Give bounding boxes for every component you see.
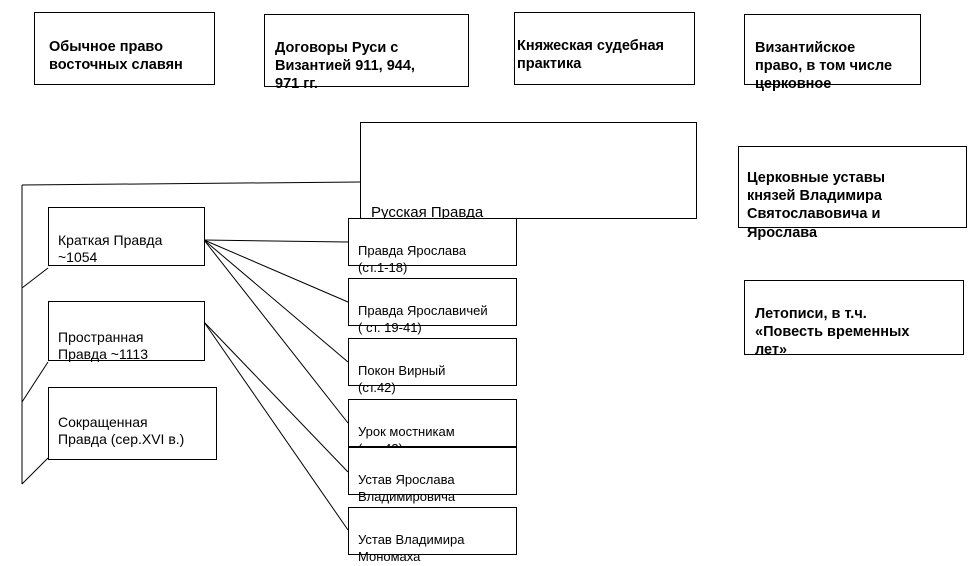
main-title: Русская Правда	[371, 203, 484, 221]
bracket-tick-kratkaya	[21, 267, 49, 289]
source-customary-law-text: Обычное право восточных славян	[49, 39, 183, 74]
line-kratkaya-to-part1	[203, 239, 349, 243]
edition-box-prostrannaya: Пространная Правда ~1113	[48, 301, 205, 363]
source-treaties-text: Договоры Руси с Византией 911, 944, 971 …	[275, 40, 415, 93]
part-pravda-yaroslava-text: Правда Ярослава (ст.1-18)	[358, 242, 467, 275]
source-byzantine-law-text: Византийское право, в том числе церковно…	[755, 40, 893, 93]
line-kratkaya-to-part2	[203, 239, 349, 303]
part-pokon-virny-text: Покон Вирный (ст.42)	[358, 362, 446, 395]
line-prostrannaya-to-part5	[203, 321, 349, 473]
line-kratkaya-to-part3	[203, 239, 349, 363]
edition-box-sokrashchennaya: Сокращенная Правда (сер.XVI в.)	[48, 387, 217, 460]
line-prostrannaya-to-part6	[203, 321, 349, 531]
edition-box-kratkaya: Краткая Правда ~1054	[48, 207, 205, 266]
part-box-ustav-yaroslava: Устав Ярослава Владимировича	[348, 447, 517, 504]
main-bracket-top-line	[21, 181, 361, 186]
bracket-tick-sokrashchennaya	[21, 457, 49, 485]
source-box-customary-law: Обычное право восточных славян	[34, 12, 215, 85]
line-kratkaya-to-part4	[203, 239, 349, 424]
source-box-church-statutes: Церковные уставы князей Владимира Святос…	[738, 146, 967, 241]
source-box-princely-practice: Княжеская судебная практика	[514, 12, 695, 85]
part-box-pravda-yaroslava: Правда Ярослава (ст.1-18)	[348, 218, 517, 275]
edition-kratkaya-text: Краткая Правда ~1054	[58, 231, 163, 266]
part-box-ustav-monomakha: Устав Владимира Мономаха	[348, 507, 517, 564]
part-box-urok-mostnikam: Урок мостникам ( ст. 43)	[348, 399, 517, 456]
part-ustav-yaroslava-text: Устав Ярослава Владимировича	[358, 471, 456, 504]
part-pravda-yaroslavichey-text: Правда Ярославичей ( ст. 19-41)	[358, 302, 488, 335]
source-box-byzantine-law: Византийское право, в том числе церковно…	[744, 14, 921, 92]
edition-sokrashchennaya-text: Сокращенная Правда (сер.XVI в.)	[58, 413, 185, 448]
source-box-treaties: Договоры Руси с Византией 911, 944, 971 …	[264, 14, 469, 92]
part-box-pokon-virny: Покон Вирный (ст.42)	[348, 338, 517, 395]
source-chronicles-text: Летописи, в т.ч. «Повесть временных лет»	[755, 306, 910, 359]
bracket-tick-prostrannaya	[21, 361, 49, 403]
part-box-pravda-yaroslavichey: Правда Ярославичей ( ст. 19-41)	[348, 278, 517, 335]
edition-prostrannaya-text: Пространная Правда ~1113	[58, 328, 149, 363]
source-princely-practice-text: Княжеская судебная практика	[517, 38, 664, 73]
source-box-chronicles: Летописи, в т.ч. «Повесть временных лет»	[744, 280, 964, 359]
source-church-statutes-text: Церковные уставы князей Владимира Святос…	[747, 170, 885, 241]
main-box-russkaya-pravda: Русская Правда	[360, 122, 697, 221]
part-ustav-monomakha-text: Устав Владимира Мономаха	[358, 531, 465, 564]
